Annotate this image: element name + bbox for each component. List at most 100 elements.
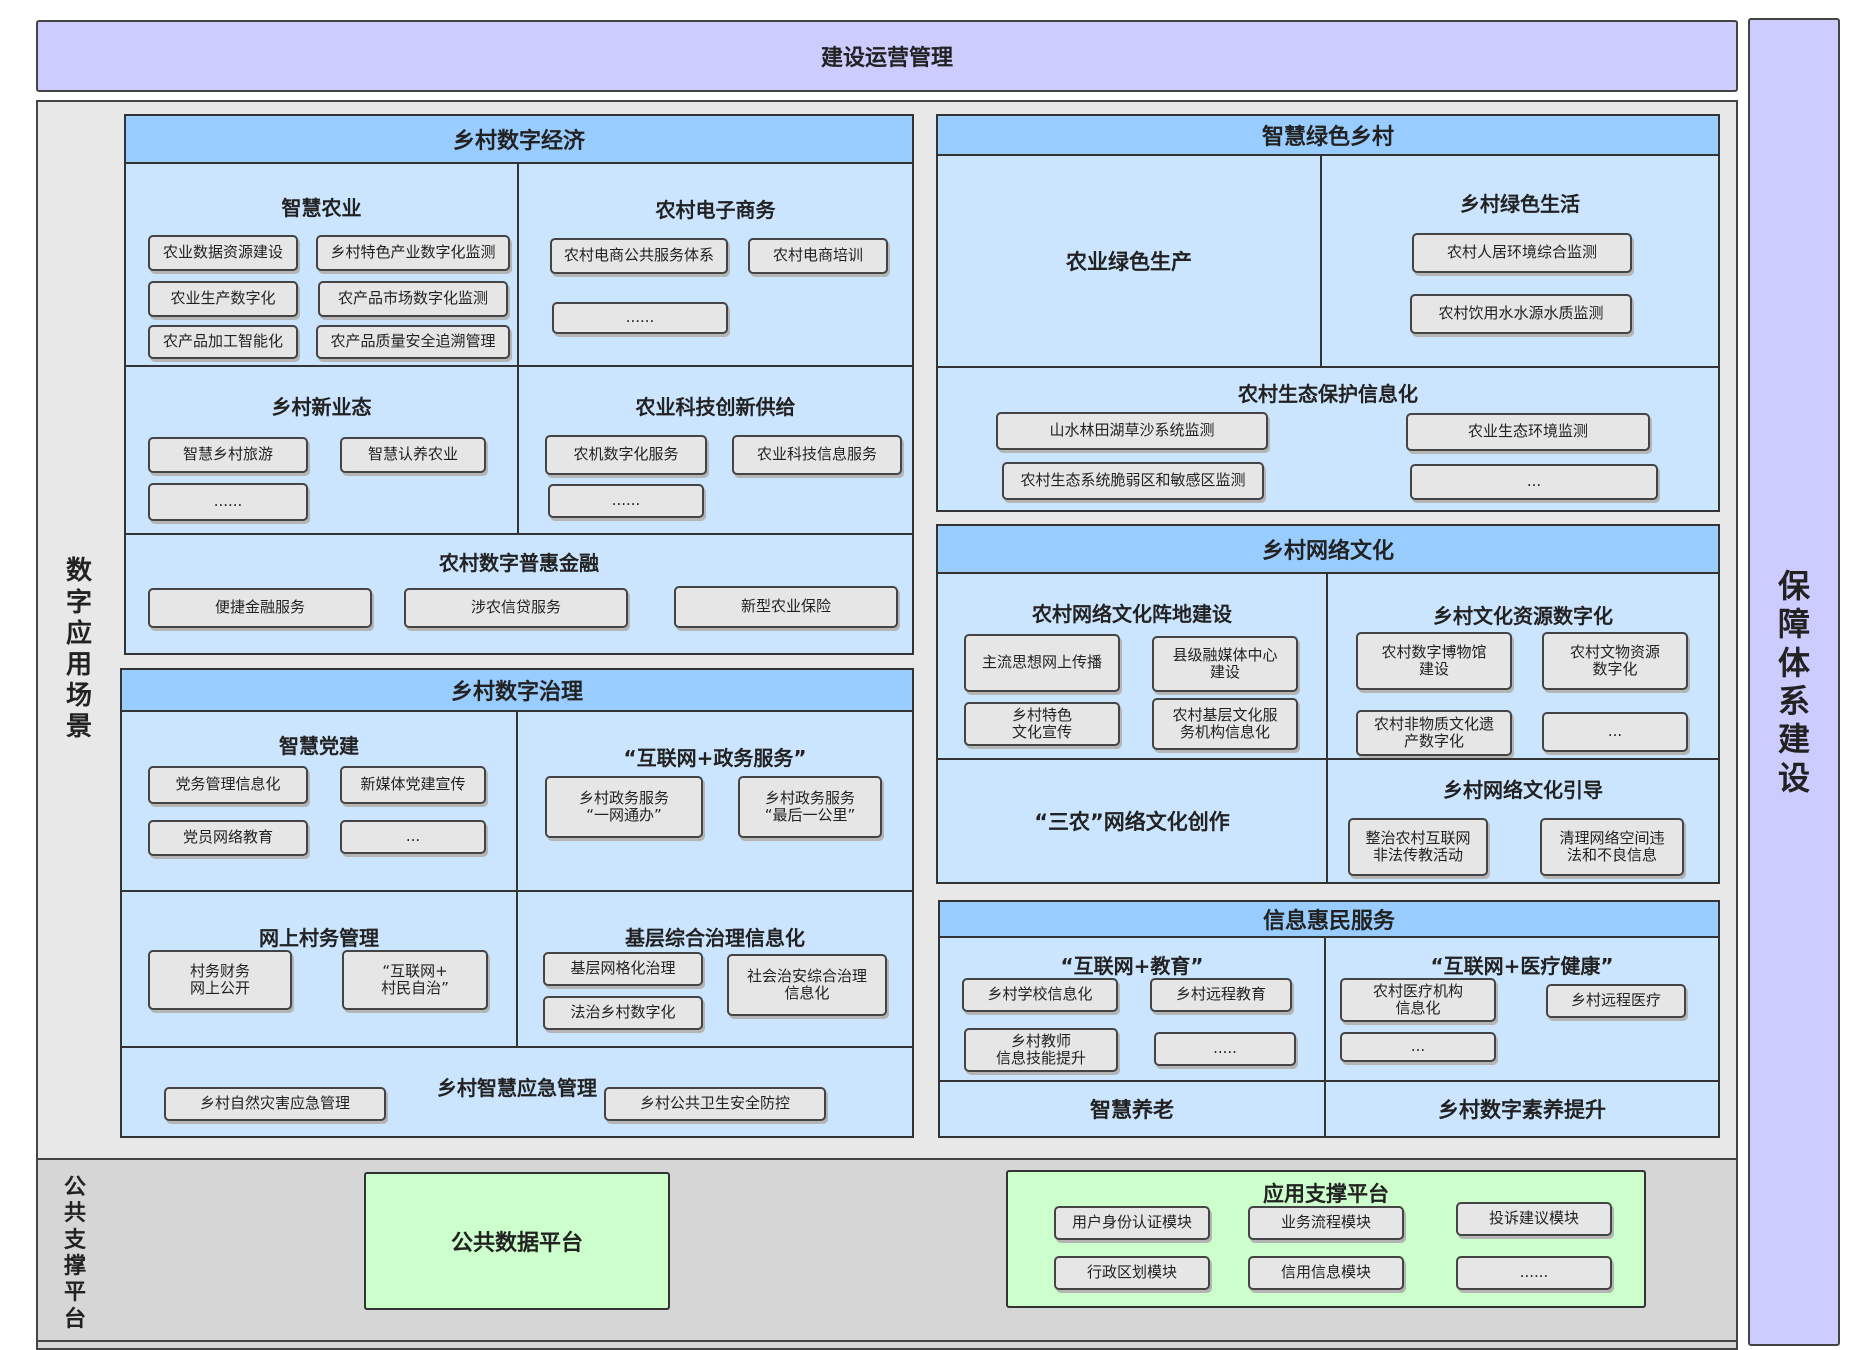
item-button[interactable]: ... bbox=[1542, 712, 1688, 752]
culture-header: 乡村网络文化 bbox=[936, 524, 1720, 574]
cell-title: “互联网+教育” bbox=[1060, 954, 1204, 978]
item-button[interactable]: ... bbox=[1410, 464, 1658, 500]
item-button[interactable]: 农业生态环境监测 bbox=[1406, 413, 1650, 451]
item-button[interactable]: 乡村特色 文化宣传 bbox=[964, 702, 1120, 746]
item-button[interactable]: 智慧乡村旅游 bbox=[148, 437, 308, 473]
region-char: 应 bbox=[65, 618, 92, 649]
digital-literacy-cell: 乡村数字素养提升 bbox=[1324, 1080, 1720, 1138]
item-button[interactable]: 便捷金融服务 bbox=[148, 588, 372, 628]
item-button[interactable]: 农村电商培训 bbox=[748, 238, 888, 274]
item-button[interactable]: 党员网络教育 bbox=[148, 820, 308, 856]
item-button[interactable]: 社会治安综合治理 信息化 bbox=[727, 954, 887, 1016]
right-bar: 保 障 体 系 建 设 bbox=[1748, 18, 1840, 1346]
cell-title: 基层综合治理信息化 bbox=[625, 926, 805, 950]
item-button[interactable]: 乡村远程医疗 bbox=[1546, 984, 1686, 1018]
item-button[interactable]: 农村饮用水水源水质监测 bbox=[1410, 294, 1632, 334]
item-button[interactable]: 县级融媒体中心 建设 bbox=[1152, 636, 1298, 692]
item-button[interactable]: 乡村政务服务 “最后一公里” bbox=[738, 776, 882, 838]
item-button[interactable]: 整治农村互联网 非法传教活动 bbox=[1348, 818, 1488, 876]
right-bar-char: 障 bbox=[1777, 605, 1810, 644]
item-button[interactable]: 农村数字博物馆 建设 bbox=[1356, 632, 1512, 690]
region-char: 数 bbox=[65, 556, 92, 587]
item-button[interactable]: ...... bbox=[1456, 1256, 1612, 1290]
item-button[interactable]: 涉农信贷服务 bbox=[404, 588, 628, 628]
item-button[interactable]: 农业生产数字化 bbox=[148, 281, 298, 317]
item-button[interactable]: 农机数字化服务 bbox=[545, 435, 707, 475]
item-button[interactable]: 乡村教师 信息技能提升 bbox=[964, 1028, 1118, 1072]
culture-header-title: 乡村网络文化 bbox=[1261, 539, 1394, 564]
item-button[interactable]: 农村文物资源 数字化 bbox=[1542, 632, 1688, 690]
item-button[interactable]: ..... bbox=[1154, 1032, 1296, 1066]
item-button[interactable]: 新媒体党建宣传 bbox=[340, 766, 486, 804]
cell-title: 智慧农业 bbox=[281, 196, 362, 220]
item-button[interactable]: ... bbox=[340, 820, 486, 854]
right-bar-char: 设 bbox=[1777, 758, 1810, 797]
item-button[interactable]: 主流思想网上传播 bbox=[964, 634, 1120, 692]
item-button[interactable]: 基层网格化治理 bbox=[543, 952, 703, 986]
item-button[interactable]: 乡村自然灾害应急管理 bbox=[164, 1087, 386, 1121]
cell-title: 智慧党建 bbox=[279, 734, 359, 758]
right-bar-char: 建 bbox=[1777, 720, 1810, 759]
cell-title: 智慧养老 bbox=[1090, 1098, 1174, 1122]
culture-creation-cell: “三农”网络文化创作 bbox=[936, 758, 1328, 884]
item-button[interactable]: 乡村学校信息化 bbox=[962, 978, 1118, 1012]
cell-title: 乡村数字素养提升 bbox=[1438, 1098, 1606, 1122]
bottom-strip bbox=[36, 1340, 1738, 1350]
item-button[interactable]: 乡村政务服务 “一网通办” bbox=[545, 776, 703, 838]
item-button[interactable]: 乡村特色产业数字化监测 bbox=[316, 235, 510, 271]
item-button[interactable]: 投诉建议模块 bbox=[1456, 1202, 1612, 1236]
green-header-title: 智慧绿色乡村 bbox=[1261, 125, 1394, 150]
item-button[interactable]: 农产品质量安全追溯管理 bbox=[316, 325, 510, 359]
item-button[interactable]: 村务财务 网上公开 bbox=[148, 950, 292, 1010]
public-data-platform: 公共数据平台 bbox=[364, 1172, 670, 1310]
item-button[interactable]: 农村人居环境综合监测 bbox=[1412, 233, 1632, 273]
right-bar-char: 系 bbox=[1777, 682, 1810, 720]
item-button[interactable]: 智慧认养农业 bbox=[340, 437, 486, 473]
economy-header-title: 乡村数字经济 bbox=[452, 129, 585, 154]
platform-region-label: 公 共 支 撑 平 台 bbox=[50, 1170, 100, 1338]
item-button[interactable]: 农村非物质文化遗 产数字化 bbox=[1356, 710, 1512, 756]
item-button[interactable]: 党务管理信息化 bbox=[148, 766, 308, 804]
green-header: 智慧绿色乡村 bbox=[936, 114, 1720, 156]
item-button[interactable]: 农村医疗机构 信息化 bbox=[1340, 978, 1496, 1022]
item-button[interactable]: 用户身份认证模块 bbox=[1054, 1206, 1210, 1240]
item-button[interactable]: ...... bbox=[548, 484, 704, 518]
item-button[interactable]: ...... bbox=[148, 483, 308, 521]
item-button[interactable]: 农村生态系统脆弱区和敏感区监测 bbox=[1002, 462, 1264, 500]
cell-title: “三农”网络文化创作 bbox=[1034, 810, 1230, 834]
item-button[interactable]: 农产品加工智能化 bbox=[148, 325, 298, 359]
cell-title: 农业科技创新供给 bbox=[635, 395, 796, 419]
item-button[interactable]: ... bbox=[1340, 1032, 1496, 1062]
item-button[interactable]: 业务流程模块 bbox=[1248, 1206, 1404, 1240]
platform-char: 公 bbox=[63, 1174, 86, 1200]
cell-title: 网上村务管理 bbox=[259, 926, 379, 950]
item-button[interactable]: 乡村远程教育 bbox=[1150, 978, 1292, 1012]
cell-title: 农村电子商务 bbox=[655, 198, 776, 222]
platform-char: 共 bbox=[63, 1201, 86, 1227]
item-button[interactable]: 农业科技信息服务 bbox=[732, 435, 902, 475]
item-button[interactable]: 信用信息模块 bbox=[1248, 1256, 1404, 1290]
item-button[interactable]: 行政区划模块 bbox=[1054, 1256, 1210, 1290]
platform-char: 平 bbox=[63, 1280, 86, 1306]
platform-title: 公共数据平台 bbox=[450, 1231, 583, 1256]
item-button[interactable]: 农业数据资源建设 bbox=[148, 235, 298, 271]
platform-char: 撑 bbox=[63, 1254, 86, 1279]
region-char: 场 bbox=[65, 681, 92, 712]
item-button[interactable]: ...... bbox=[552, 302, 728, 334]
cell-title: 乡村网络文化引导 bbox=[1443, 778, 1603, 802]
governance-header: 乡村数字治理 bbox=[120, 668, 914, 712]
application-region-label: 数 字 应 用 场 景 bbox=[54, 540, 104, 760]
item-button[interactable]: 农产品市场数字化监测 bbox=[318, 281, 508, 317]
cell-title: 农业绿色生产 bbox=[1066, 250, 1192, 274]
item-button[interactable]: “互联网+ 村民自治” bbox=[342, 950, 488, 1010]
item-button[interactable]: 农村电商公共服务体系 bbox=[550, 238, 728, 274]
item-button[interactable]: 农村基层文化服 务机构信息化 bbox=[1152, 698, 1298, 750]
item-button[interactable]: 山水林田湖草沙系统监测 bbox=[996, 412, 1268, 450]
item-button[interactable]: 乡村公共卫生安全防控 bbox=[604, 1087, 826, 1121]
item-button[interactable]: 新型农业保险 bbox=[674, 586, 898, 628]
item-button[interactable]: 清理网络空间违 法和不良信息 bbox=[1540, 818, 1684, 876]
item-button[interactable]: 法治乡村数字化 bbox=[543, 996, 703, 1030]
cell-title: 乡村绿色生活 bbox=[1460, 192, 1580, 216]
cell-title: 农村数字普惠金融 bbox=[439, 551, 599, 575]
economy-header: 乡村数字经济 bbox=[124, 114, 914, 164]
